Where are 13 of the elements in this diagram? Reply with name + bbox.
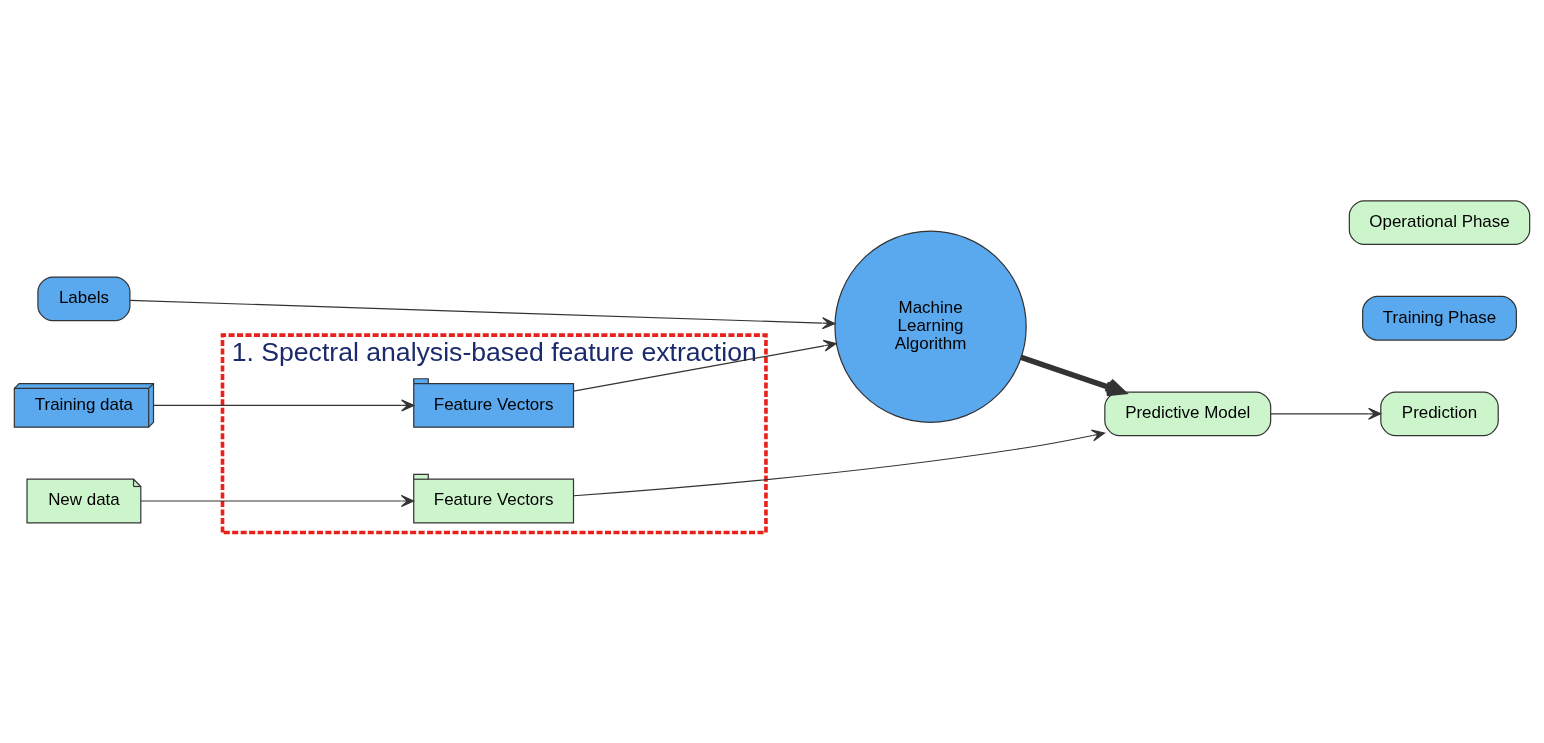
arrow	[1270, 407, 1382, 420]
arrow	[1020, 354, 1126, 397]
arrow	[572, 339, 837, 392]
node-box: Training Phase	[1362, 295, 1517, 341]
arrow	[153, 399, 415, 412]
node-circle: Machine Learning Algorithm	[834, 230, 1027, 423]
node-box: Prediction	[1380, 391, 1499, 437]
node-box: Operational Phase	[1348, 200, 1531, 245]
arrow	[140, 494, 415, 508]
node-box: Labels	[37, 276, 131, 322]
arrow	[573, 429, 1106, 497]
arrow	[129, 299, 836, 330]
node-box: Predictive Model	[1104, 391, 1272, 437]
